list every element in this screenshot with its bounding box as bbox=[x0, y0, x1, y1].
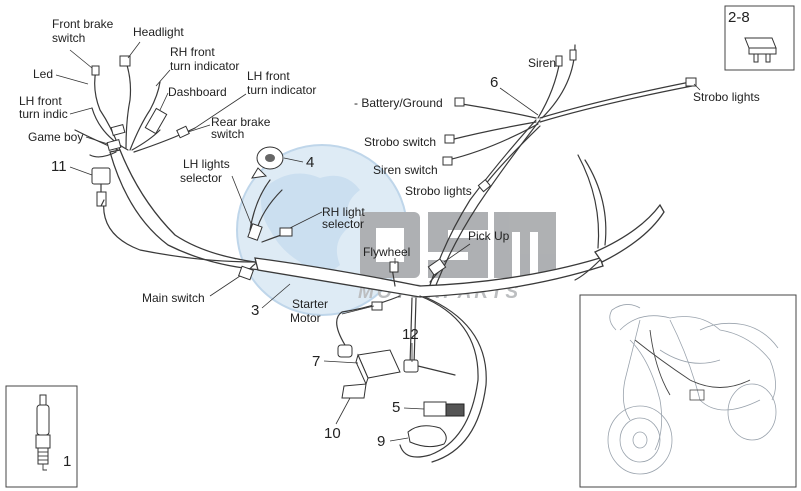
part-7-relay bbox=[355, 349, 401, 386]
label-battery-ground: - Battery/Ground bbox=[354, 96, 443, 110]
label-pick-up: Pick Up bbox=[468, 229, 510, 243]
callout-1: 1 bbox=[63, 453, 71, 470]
inset-box-scooter bbox=[579, 294, 797, 488]
inset-box-scooter-frame bbox=[579, 294, 797, 488]
callout-7: 7 bbox=[312, 353, 320, 370]
part-9-unit bbox=[407, 425, 447, 448]
part-11 bbox=[91, 167, 111, 207]
inset-box-2-8: 2-8 bbox=[724, 5, 795, 71]
spark-plug-icon bbox=[35, 394, 51, 471]
part-12-sensor bbox=[403, 359, 456, 376]
main-harness bbox=[74, 44, 693, 463]
callout-11: 11 bbox=[51, 158, 67, 175]
callout-12: 12 bbox=[402, 326, 419, 343]
label-siren-switch: Siren switch bbox=[373, 163, 438, 177]
label-siren: Siren bbox=[528, 56, 556, 70]
part-4-horn bbox=[251, 146, 284, 179]
label-dashboard: Dashboard bbox=[168, 85, 227, 99]
callout-2-8: 2-8 bbox=[728, 9, 750, 26]
connectors bbox=[91, 49, 697, 358]
label-strobo-switch: Strobo switch bbox=[364, 135, 436, 149]
callouts: 11 4 3 6 12 7 10 5 9 bbox=[51, 41, 701, 450]
callout-6: 6 bbox=[490, 74, 498, 91]
watermark-logo bbox=[360, 212, 556, 278]
label-main-switch: Main switch bbox=[142, 291, 205, 305]
callout-9: 9 bbox=[377, 433, 385, 450]
inset-box-1: 1 bbox=[5, 385, 78, 488]
label-strobo-lights-right: Strobo lights bbox=[693, 90, 760, 104]
callout-3: 3 bbox=[251, 302, 259, 319]
label-game-boy: Game boy bbox=[28, 130, 83, 144]
label-flywheel: Flywheel bbox=[363, 245, 410, 259]
label-strobo-lights-lower: Strobo lights bbox=[405, 184, 472, 198]
part-5-relay bbox=[423, 401, 465, 417]
watermark-continents bbox=[261, 173, 360, 275]
callout-5: 5 bbox=[392, 399, 400, 416]
label-led: Led bbox=[33, 67, 53, 81]
part-10-bracket bbox=[341, 383, 367, 399]
callout-4: 4 bbox=[306, 154, 314, 171]
fuse-icon bbox=[744, 37, 777, 63]
label-headlight: Headlight bbox=[133, 25, 184, 39]
scooter-overview-icon bbox=[607, 304, 779, 475]
callout-10: 10 bbox=[324, 425, 341, 442]
